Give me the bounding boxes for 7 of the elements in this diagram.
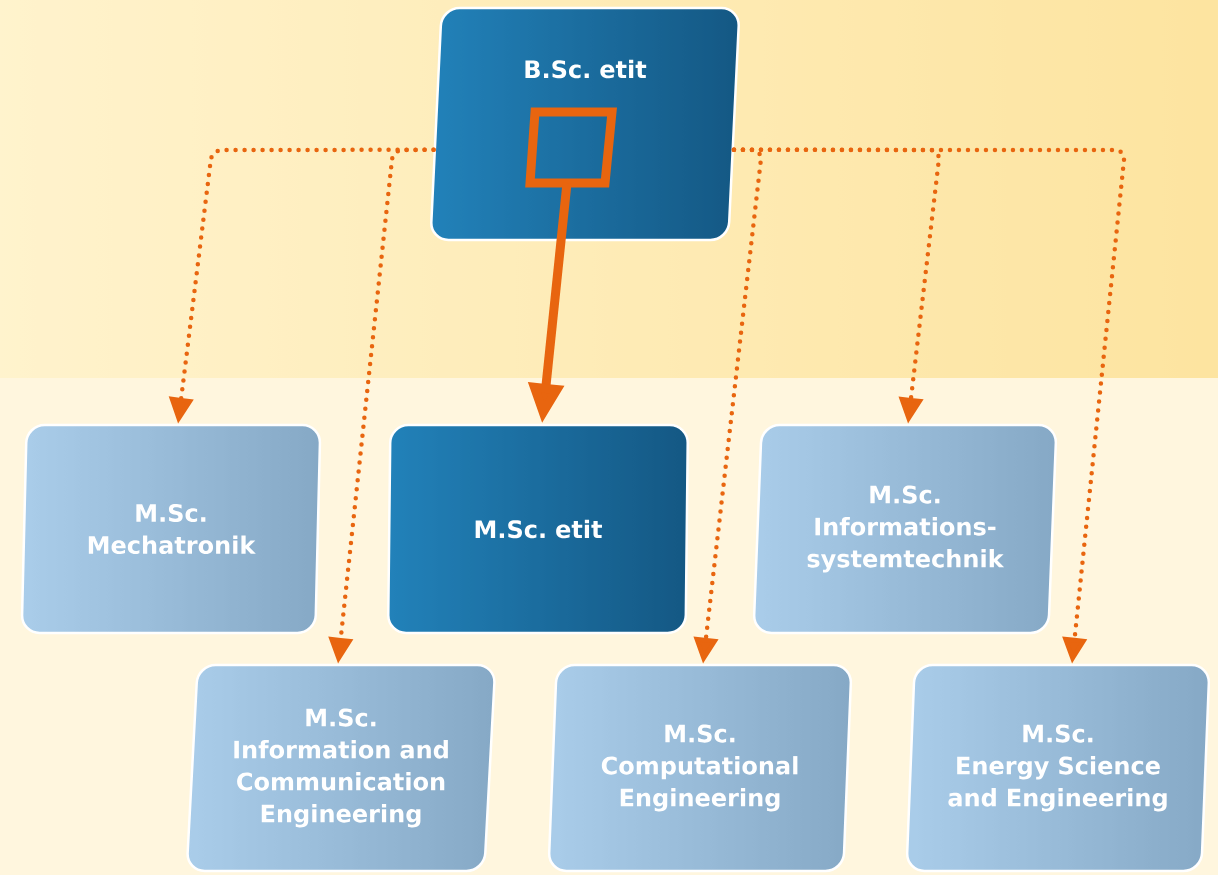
program-box: M.Sc. Energy Science and Engineering [905,663,1211,873]
program-box: M.Sc. Computational Engineering [547,663,853,873]
program-box: M.Sc. etit [387,423,689,635]
program-box: M.Sc. Mechatronik [20,423,322,635]
program-box: B.Sc. etit [430,6,740,242]
program-box: M.Sc. Information and Communication Engineering [186,663,496,873]
program-box: M.Sc. Informations-systemtechnik [752,423,1058,635]
